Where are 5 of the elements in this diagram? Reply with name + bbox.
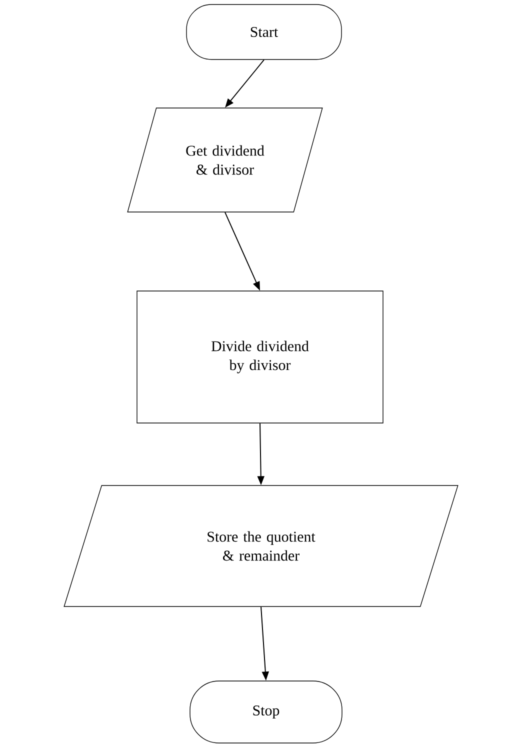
process-box: Divide dividend by divisor bbox=[136, 290, 384, 424]
terminal-box: Start bbox=[186, 4, 342, 60]
data-parallelogram: Store the quotient & remainder bbox=[64, 485, 458, 607]
terminal-box: Stop bbox=[190, 680, 342, 744]
data-parallelogram: Get dividend & divisor bbox=[127, 108, 323, 212]
